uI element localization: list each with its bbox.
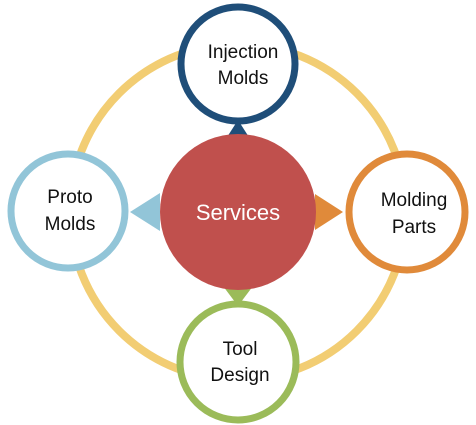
node-label-line1: Injection (208, 42, 279, 63)
connector-arrow-right (315, 194, 343, 230)
node-label-line1: Tool (223, 339, 258, 360)
node-label-line1: Molding (381, 190, 448, 211)
node-circle (7, 150, 129, 272)
node-label-line2: Parts (392, 217, 436, 238)
node-circle (177, 3, 299, 125)
node-label-line2: Molds (218, 68, 269, 89)
node-label-line2: Molds (45, 214, 96, 235)
node-proto-molds: Proto Molds (7, 150, 129, 272)
node-molding-parts: Molding Parts (345, 150, 469, 274)
node-label-line2: Design (210, 365, 269, 386)
node-circle (345, 150, 469, 274)
node-circle (176, 300, 300, 424)
node-label-line1: Proto (47, 187, 92, 208)
center-circle (160, 134, 316, 290)
connector-arrow-left (130, 193, 160, 231)
node-injection-molds: Injection Molds (177, 3, 299, 125)
node-tool-design: Tool Design (176, 300, 300, 424)
center-label: Services (196, 200, 280, 225)
